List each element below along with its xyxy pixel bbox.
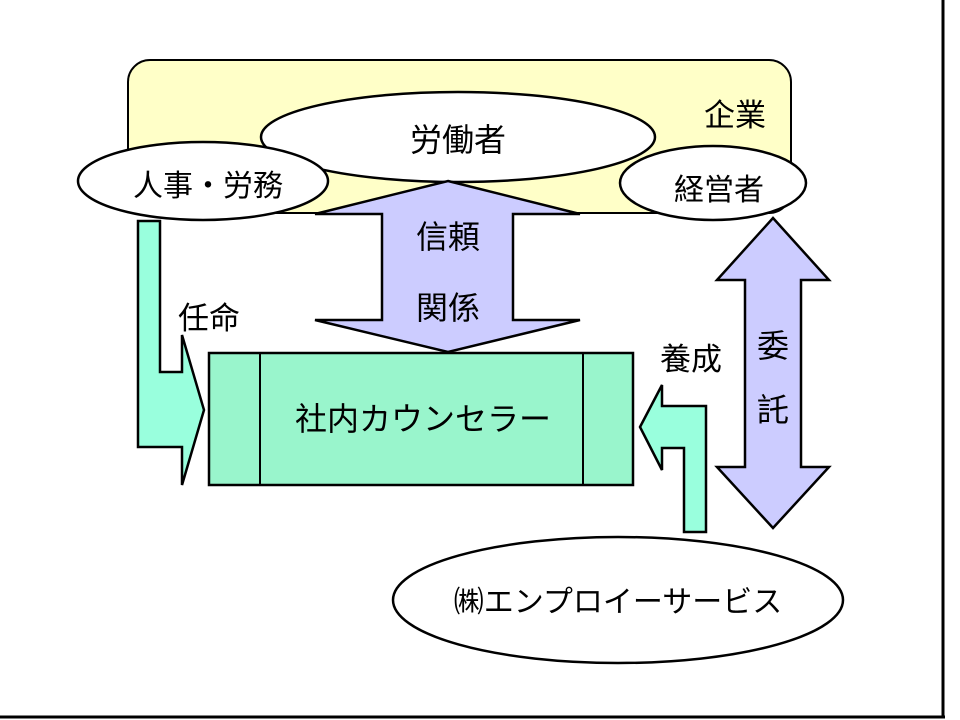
outsourcing-label-line2: 託 bbox=[756, 391, 790, 429]
company-label: 企業 bbox=[704, 98, 766, 134]
trust-label-line2: 関係 bbox=[415, 289, 481, 327]
outsourcing-arrow bbox=[714, 216, 832, 530]
counselor-box[interactable] bbox=[207, 351, 635, 487]
training-label: 養成 bbox=[660, 342, 722, 378]
hr-label: 人事・労務 bbox=[133, 169, 283, 204]
workers-ellipse[interactable] bbox=[259, 90, 657, 184]
employee-service-label: ㈱エンプロイーサービス bbox=[453, 585, 783, 620]
hr-ellipse[interactable] bbox=[76, 140, 330, 222]
employee-service-ellipse[interactable] bbox=[391, 535, 845, 665]
management-ellipse[interactable] bbox=[618, 144, 808, 222]
training-arrow bbox=[638, 384, 708, 534]
workers-label: 労働者 bbox=[409, 121, 507, 159]
management-label: 経営者 bbox=[674, 173, 764, 208]
trust-label-line1: 信頼 bbox=[415, 218, 481, 256]
appointment-label: 任命 bbox=[178, 301, 240, 337]
counselor-label: 社内カウンセラー bbox=[294, 400, 552, 438]
appointment-arrow bbox=[136, 219, 206, 486]
outsourcing-label-line1: 委 bbox=[756, 327, 790, 365]
